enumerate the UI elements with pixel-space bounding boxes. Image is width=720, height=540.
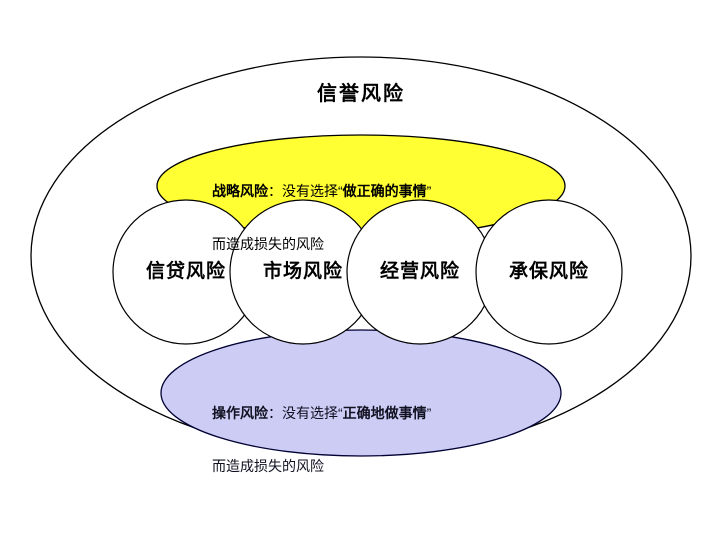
operational-risk-bold-b: 正确地做事情 — [342, 405, 427, 421]
strategic-risk-bold-b: 做正确的事情 — [342, 183, 427, 199]
operational-risk-line2: 而造成损失的风险 — [212, 457, 324, 474]
strategic-risk-label: 战略风险：没有选择“做正确的事情” 而造成损失的风险 — [212, 148, 542, 288]
circle-label-market-risk: 市场风险 — [262, 261, 343, 282]
outer-ellipse-label: 信誉风险 — [317, 83, 405, 105]
operational-risk-plain-a: ：没有选择“ — [268, 405, 343, 421]
strategic-risk-bold-a: 战略风险 — [212, 183, 268, 199]
operational-risk-label: 操作风险：没有选择“正确地做事情” 而造成损失的风险 — [212, 370, 552, 510]
circle-label-credit-risk: 信贷风险 — [145, 261, 226, 282]
bottom-ellipse-operational-risk[interactable] — [160, 329, 562, 457]
circle-label-underwriting-risk: 承保风险 — [508, 261, 589, 282]
strategic-risk-line1: 战略风险：没有选择“做正确的事情” — [212, 183, 542, 201]
operational-risk-plain-b: ” — [426, 405, 432, 421]
strategic-risk-plain-a: ：没有选择“ — [268, 183, 343, 199]
strategic-risk-plain-b: ” — [426, 183, 432, 199]
operational-risk-bold-a: 操作风险 — [212, 405, 268, 421]
strategic-risk-line2: 而造成损失的风险 — [212, 235, 324, 252]
operational-risk-line1: 操作风险：没有选择“正确地做事情” — [212, 405, 552, 423]
circle-label-business-risk: 经营风险 — [379, 261, 460, 282]
circle-underwriting-risk[interactable] — [475, 199, 623, 345]
